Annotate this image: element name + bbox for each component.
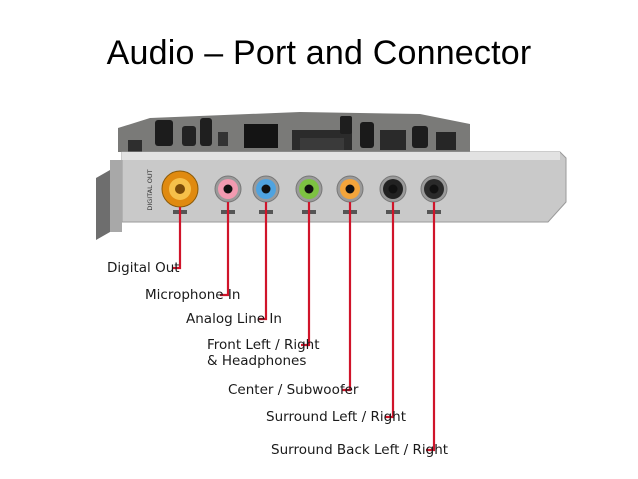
label-front-left-right: Front Left / Right (207, 337, 320, 353)
circuit-board (118, 112, 470, 152)
leader-surround-left-right (385, 202, 395, 419)
label-surround-back-left-right: Surround Back Left / Right (271, 442, 449, 458)
label-digital-out: Digital Out (107, 260, 180, 276)
label-microphone-in: Microphone In (145, 287, 241, 303)
label-analog-line-in: Analog Line In (186, 311, 282, 327)
label-surround-left-right: Surround Left / Right (266, 409, 407, 425)
leader-digital-out (172, 207, 182, 270)
bracket-text: DIGITAL OUT (146, 169, 154, 210)
label-headphones: & Headphones (207, 353, 307, 369)
leader-front-left-right (301, 202, 311, 347)
jack-digital-out (161, 170, 199, 214)
leader-analog-line-in (258, 202, 268, 321)
leader-surround-back-left-right (426, 202, 436, 452)
jack-center-subwoofer (336, 175, 364, 214)
slide-title: Audio – Port and Connector (106, 34, 532, 72)
leader-lines (172, 202, 436, 452)
label-center-subwoofer: Center / Subwoofer (228, 382, 359, 398)
jack-surround-back-left-right (420, 175, 448, 214)
leader-center-subwoofer (342, 202, 352, 392)
leader-microphone-in (220, 202, 230, 297)
